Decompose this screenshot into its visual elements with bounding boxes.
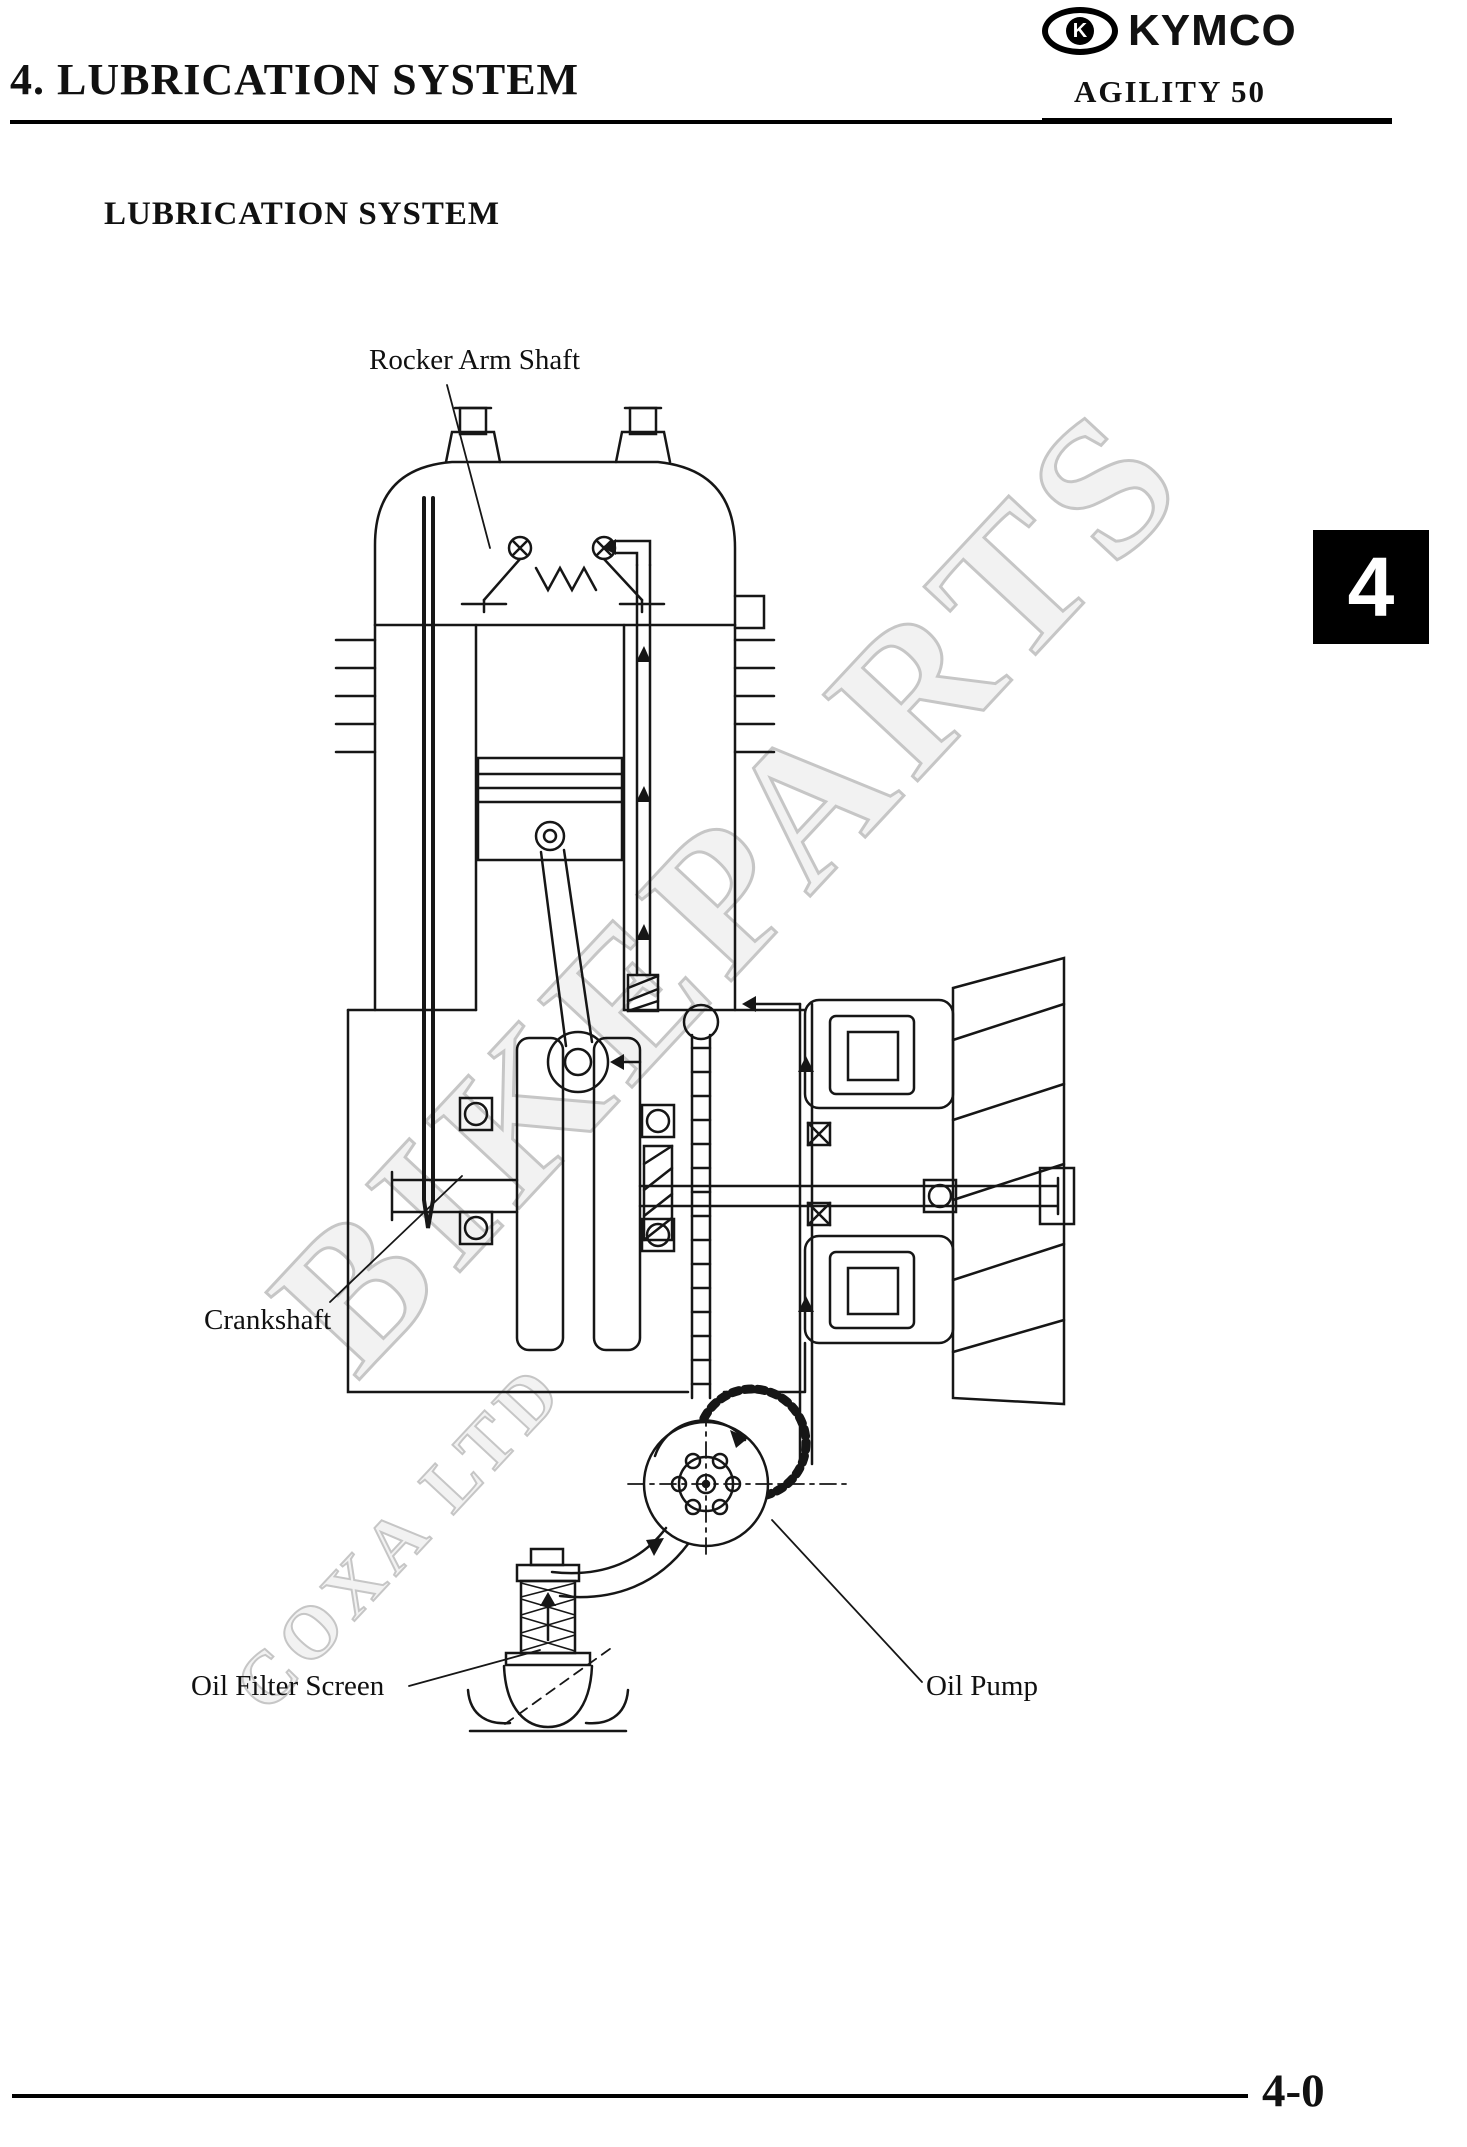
leader-lines xyxy=(329,384,923,1687)
oil-passages-drawing xyxy=(614,539,814,1466)
header-rule xyxy=(10,120,1392,124)
model-name: AGILITY 50 xyxy=(1042,74,1392,122)
kymco-oval-logo-icon: K xyxy=(1042,7,1118,55)
oil-flow-arrows xyxy=(540,539,814,1606)
page-number: 4-0 xyxy=(1262,2065,1325,2117)
transmission-housing-drawing xyxy=(803,956,1076,1406)
brand-name: KYMCO xyxy=(1128,6,1297,55)
rocker-arm-shaft-label: Rocker Arm Shaft xyxy=(369,344,581,376)
oil-filter-drawing xyxy=(466,1526,690,1733)
kymco-k-icon: K xyxy=(1066,17,1094,45)
brand-logo: K KYMCO xyxy=(1042,6,1297,56)
oil-pump-chain-drawing xyxy=(682,1003,720,1400)
crankshaft-label: Crankshaft xyxy=(204,1304,332,1336)
piston-rod-drawing xyxy=(476,756,624,1094)
oil-pump-drawing xyxy=(627,1384,847,1559)
cylinder-drawing xyxy=(334,496,776,1229)
chapter-title: 4. LUBRICATION SYSTEM xyxy=(10,55,580,104)
cylinder-head-drawing xyxy=(373,406,766,630)
oil-filter-screen-label: Oil Filter Screen xyxy=(191,1670,385,1702)
footer-rule xyxy=(12,2094,1248,2098)
chapter-tab: 4 xyxy=(1313,530,1429,644)
section-title: LUBRICATION SYSTEM xyxy=(104,196,501,232)
oil-pump-label: Oil Pump xyxy=(926,1670,1038,1702)
